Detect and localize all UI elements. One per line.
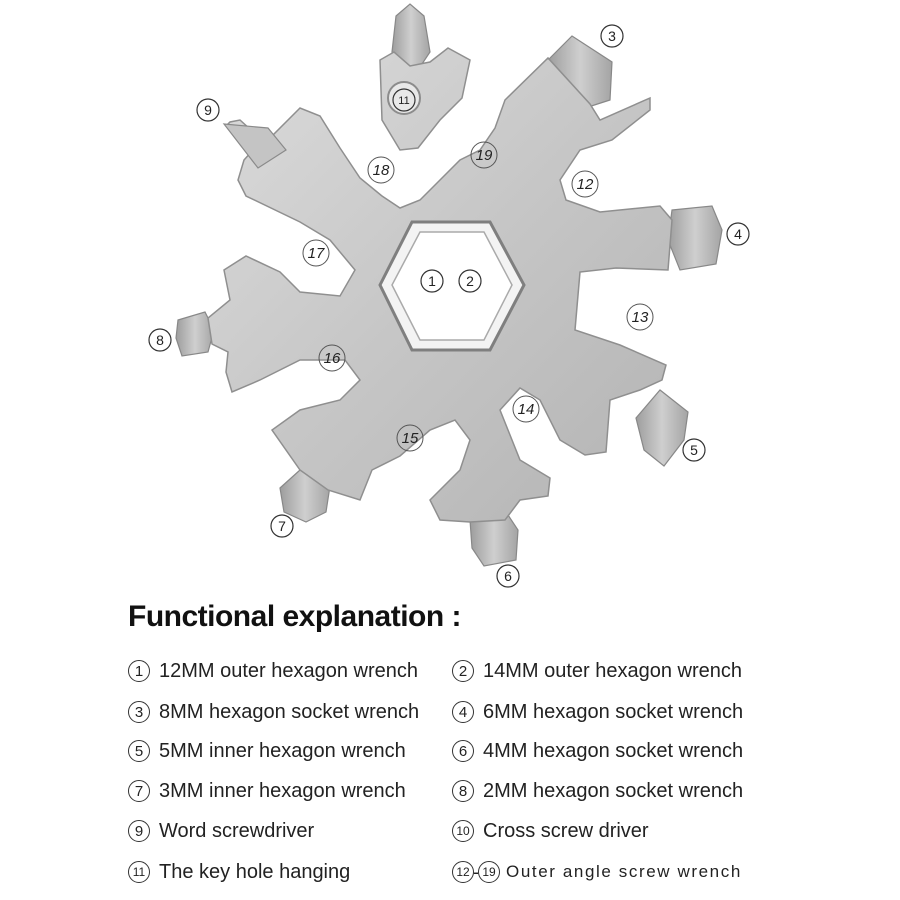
label-13: 13 bbox=[626, 303, 654, 331]
legend-item-10: 10 Cross screw driver bbox=[452, 816, 649, 846]
legend-num-12: 12 bbox=[452, 861, 474, 883]
legend-num-3: 3 bbox=[128, 701, 150, 723]
legend-text-3: 8MM hexagon socket wrench bbox=[159, 700, 420, 723]
legend-num-19: 19 bbox=[478, 861, 500, 883]
svg-text:13: 13 bbox=[632, 309, 649, 326]
legend-item-9: 9 Word screwdriver bbox=[128, 816, 314, 846]
svg-text:19: 19 bbox=[476, 147, 493, 164]
callout-2: 2 bbox=[458, 269, 482, 293]
snowflake-multitool-diagram: 1 2 3 4 5 6 7 8 bbox=[148, 3, 750, 588]
callout-1: 1 bbox=[420, 269, 444, 293]
svg-text:1: 1 bbox=[428, 273, 436, 289]
label-14: 14 bbox=[512, 395, 540, 423]
svg-text:18: 18 bbox=[373, 162, 390, 179]
svg-text:3: 3 bbox=[608, 28, 616, 44]
legend-item-7: 7 3MM inner hexagon wrench bbox=[128, 776, 406, 806]
bit-6mm-socket bbox=[667, 205, 723, 271]
svg-text:8: 8 bbox=[156, 332, 164, 348]
svg-text:9: 9 bbox=[204, 102, 212, 118]
legend-item-6: 6 4MM hexagon socket wrench bbox=[452, 736, 743, 766]
label-19: 19 bbox=[470, 141, 498, 169]
label-15: 15 bbox=[396, 424, 424, 452]
callout-7: 7 bbox=[270, 514, 294, 538]
callout-11: 11 bbox=[392, 88, 416, 112]
legend-item-5: 5 5MM inner hexagon wrench bbox=[128, 736, 406, 766]
legend-num-9: 9 bbox=[128, 820, 150, 842]
legend-num-1: 1 bbox=[128, 660, 150, 682]
legend-text-2: 14MM outer hexagon wrench bbox=[483, 659, 743, 682]
callout-8: 8 bbox=[148, 328, 172, 352]
callout-4: 4 bbox=[726, 222, 750, 246]
label-12: 12 bbox=[571, 170, 599, 198]
svg-text:5: 5 bbox=[690, 442, 698, 458]
bit-5mm-inner-hex bbox=[635, 389, 689, 467]
legend-num-2: 2 bbox=[452, 660, 474, 682]
callouts: 1 2 3 4 5 6 7 8 bbox=[148, 24, 750, 588]
legend-item-4: 4 6MM hexagon socket wrench bbox=[452, 697, 743, 727]
legend-text-1: 12MM outer hexagon wrench bbox=[159, 659, 419, 682]
legend-text-11: The key hole hanging bbox=[159, 860, 351, 883]
legend-text-8: 2MM hexagon socket wrench bbox=[483, 779, 744, 802]
svg-text:15: 15 bbox=[402, 430, 419, 447]
legend-item-1: 1 12MM outer hexagon wrench bbox=[128, 656, 418, 686]
functional-explanation-heading: Functional explanation : bbox=[128, 600, 462, 633]
callout-5: 5 bbox=[682, 438, 706, 462]
svg-text:14: 14 bbox=[518, 401, 535, 418]
legend-num-4: 4 bbox=[452, 701, 474, 723]
bit-2mm-socket bbox=[175, 311, 215, 357]
legend-num-11: 11 bbox=[128, 861, 150, 883]
legend-text-9: Word screwdriver bbox=[159, 819, 315, 842]
svg-text:2: 2 bbox=[466, 273, 474, 289]
legend-text-12-19: Outer angle screw wrench bbox=[506, 862, 742, 881]
legend-range-12-19: 12 - 19 bbox=[452, 861, 500, 883]
key-hole bbox=[387, 81, 421, 115]
legend-num-8: 8 bbox=[452, 780, 474, 802]
callout-9: 9 bbox=[196, 98, 220, 122]
legend-item-12-19: 12 - 19 Outer angle screw wrench bbox=[452, 857, 742, 887]
legend-num-7: 7 bbox=[128, 780, 150, 802]
italic-labels: 12 13 14 15 16 17 18 19 bbox=[302, 141, 654, 452]
legend-item-2: 2 14MM outer hexagon wrench bbox=[452, 656, 742, 686]
svg-text:16: 16 bbox=[324, 350, 341, 367]
label-18: 18 bbox=[367, 156, 395, 184]
legend-text-5: 5MM inner hexagon wrench bbox=[159, 739, 406, 762]
legend-range-sep: - bbox=[473, 861, 479, 882]
blade-word-screwdriver bbox=[222, 123, 287, 169]
svg-text:7: 7 bbox=[278, 518, 286, 534]
callout-3: 3 bbox=[600, 24, 624, 48]
legend-text-10: Cross screw driver bbox=[483, 819, 649, 842]
svg-text:17: 17 bbox=[308, 245, 325, 262]
legend-text-7: 3MM inner hexagon wrench bbox=[159, 779, 406, 802]
legend-num-10: 10 bbox=[452, 820, 474, 842]
legend-item-8: 8 2MM hexagon socket wrench bbox=[452, 776, 743, 806]
label-16: 16 bbox=[318, 344, 346, 372]
svg-text:12: 12 bbox=[577, 176, 594, 193]
legend-item-3: 3 8MM hexagon socket wrench bbox=[128, 697, 419, 727]
legend-num-6: 6 bbox=[452, 740, 474, 762]
legend-num-5: 5 bbox=[128, 740, 150, 762]
legend-text-6: 4MM hexagon socket wrench bbox=[483, 739, 744, 762]
label-17: 17 bbox=[302, 239, 330, 267]
legend-item-11: 11 The key hole hanging bbox=[128, 857, 350, 887]
svg-text:11: 11 bbox=[398, 95, 409, 107]
svg-text:4: 4 bbox=[734, 226, 742, 242]
svg-text:6: 6 bbox=[504, 568, 512, 584]
legend-text-4: 6MM hexagon socket wrench bbox=[483, 700, 744, 723]
callout-6: 6 bbox=[496, 564, 520, 588]
